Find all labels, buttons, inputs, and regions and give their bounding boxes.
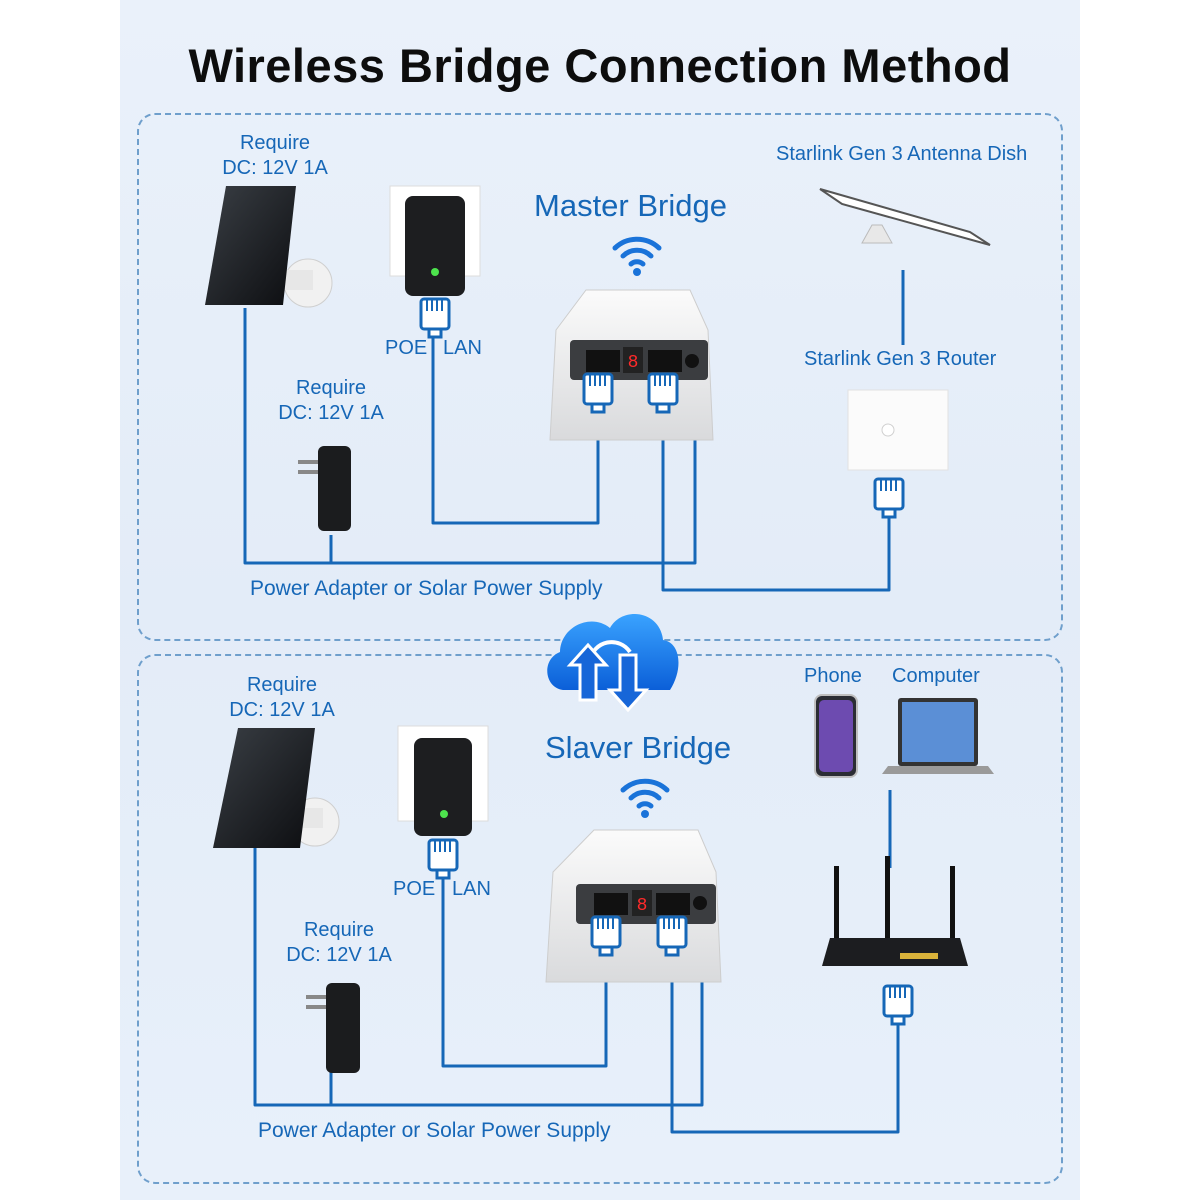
bridge-device-icon: 8 [549, 289, 714, 441]
wifi-router-icon [822, 856, 968, 966]
computer-label: Computer [892, 665, 980, 687]
solar-panel-icon [205, 186, 333, 308]
slave-solar-require-line1: Require [246, 674, 318, 696]
antenna-dish-icon [819, 188, 991, 246]
slave-lan-label: LAN [452, 878, 491, 900]
slave-heading: Slaver Bridge [545, 730, 732, 765]
slave-solar-require-line2: DC: 12V 1A [229, 699, 335, 721]
poe-injector-icon [389, 185, 481, 296]
starlink-dish-label: Starlink Gen 3 Antenna Dish [776, 143, 1028, 165]
svg-text:8: 8 [628, 353, 639, 373]
starlink-router-label: Starlink Gen 3 Router [804, 348, 997, 370]
poe-injector-icon [397, 725, 489, 836]
master-solar-require-line1: Require [239, 132, 311, 154]
laptop-icon [882, 698, 994, 774]
master-adapter-require-line2: DC: 12V 1A [278, 402, 384, 424]
master-wires [243, 270, 905, 592]
page-title: Wireless Bridge Connection Method [188, 39, 1012, 92]
master-lan-label: LAN [443, 337, 482, 359]
wifi-icon [615, 239, 659, 276]
phone-icon [814, 694, 858, 778]
slave-adapter-require-line2: DC: 12V 1A [286, 944, 392, 966]
slave-wires [253, 790, 900, 1134]
master-poe-label: POE [385, 337, 428, 359]
starlink-router-icon [847, 389, 949, 471]
slave-adapter-require-line1: Require [303, 919, 375, 941]
cloud-sync-icon [547, 614, 679, 713]
master-heading: Master Bridge [534, 188, 727, 223]
power-adapter-icon [298, 446, 351, 531]
master-adapter-require-line1: Require [295, 377, 367, 399]
bridge-device-icon: 8 [545, 829, 722, 983]
power-adapter-icon [306, 983, 360, 1073]
solar-panel-icon [213, 728, 340, 848]
master-power-label: Power Adapter or Solar Power Supply [250, 577, 603, 600]
slave-power-label: Power Adapter or Solar Power Supply [258, 1119, 611, 1142]
wifi-icon [623, 781, 667, 818]
svg-text:8: 8 [637, 896, 648, 916]
slave-poe-label: POE [393, 878, 436, 900]
master-solar-require-line2: DC: 12V 1A [222, 157, 328, 179]
phone-label: Phone [804, 665, 862, 687]
